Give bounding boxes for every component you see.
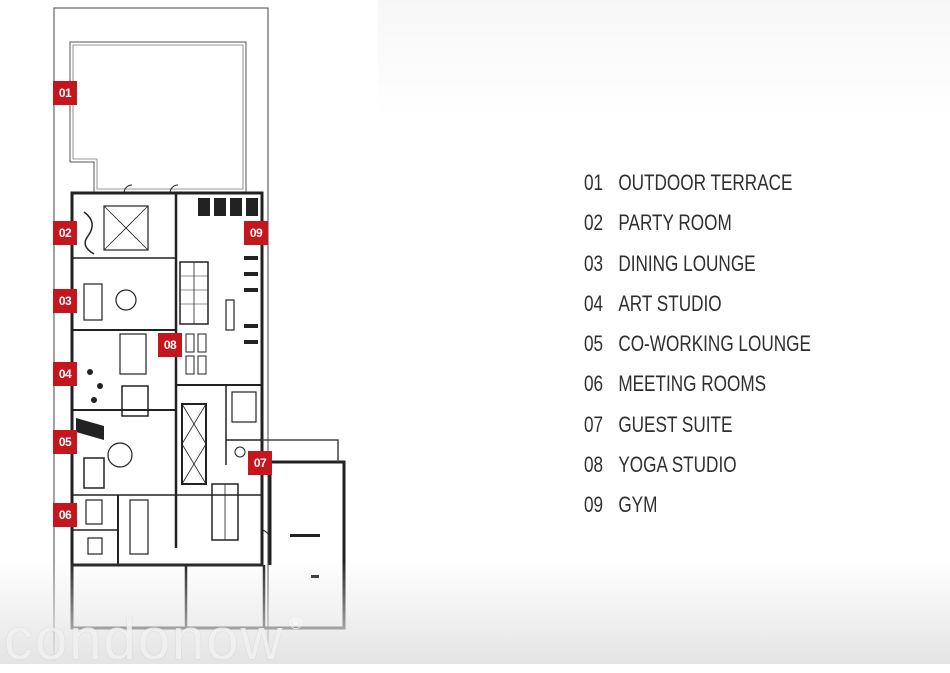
legend-item-number: 05 [584,331,604,357]
marker-01-label: 01 [58,86,72,100]
marker-04-label: 04 [58,367,72,381]
watermark-registered-mark: ® [290,616,302,633]
marker-07: 07 [248,451,272,475]
legend-item-label: GYM [618,492,658,518]
marker-08-label: 08 [163,338,177,352]
legend-item-number: 08 [584,452,604,478]
legend-item-label: YOGA STUDIO [618,452,737,478]
marker-04: 04 [53,362,77,386]
marker-07-label: 07 [253,456,267,470]
legend-item-number: 06 [584,371,604,397]
marker-03: 03 [53,289,77,313]
legend-item: 06 MEETING ROOMS [584,369,811,409]
legend-item-number: 02 [584,210,604,236]
legend-background-top [378,0,950,120]
marker-09: 09 [244,221,268,245]
legend-item-label: GUEST SUITE [618,411,733,437]
legend-item: 04 ART STUDIO [584,289,811,329]
marker-06-label: 06 [58,508,72,522]
marker-08: 08 [158,333,182,357]
legend-item: 01 OUTDOOR TERRACE [584,168,811,208]
legend-item-number: 01 [584,170,604,195]
outdoor-terrace [69,41,247,193]
legend-item-number: 07 [584,411,604,437]
legend-item: 05 CO-WORKING LOUNGE [584,329,811,369]
legend-item: 02 PARTY ROOM [584,208,811,248]
legend-item: 03 DINING LOUNGE [584,249,811,289]
marker-02: 02 [53,221,77,245]
legend-item-number: 03 [584,250,604,276]
legend-item-label: PARTY ROOM [618,210,732,236]
legend-item-label: ART STUDIO [618,290,722,316]
legend-item: 07 GUEST SUITE [584,410,811,450]
legend-item-label: DINING LOUNGE [618,250,756,276]
bottom-fade [0,560,950,664]
legend-item-number: 09 [584,492,604,518]
legend-item-label: MEETING ROOMS [618,371,767,397]
legend-item-number: 04 [584,290,604,316]
marker-03-label: 03 [58,294,72,308]
marker-05-label: 05 [58,435,72,449]
watermark-logo: condonow [4,607,285,672]
building-walls [70,191,264,567]
legend-item-label: OUTDOOR TERRACE [618,170,793,195]
legend-item-label: CO-WORKING LOUNGE [618,331,811,357]
marker-09-label: 09 [249,226,263,240]
legend-item: 09 GYM [584,490,811,530]
legend-item: 08 YOGA STUDIO [584,450,811,490]
marker-01: 01 [53,81,77,105]
marker-02-label: 02 [58,226,72,240]
marker-05: 05 [53,430,77,454]
amenity-legend: 01 OUTDOOR TERRACE 02 PARTY ROOM 03 DINING … [584,168,875,531]
marker-06: 06 [53,503,77,527]
site-boundary [53,7,269,664]
